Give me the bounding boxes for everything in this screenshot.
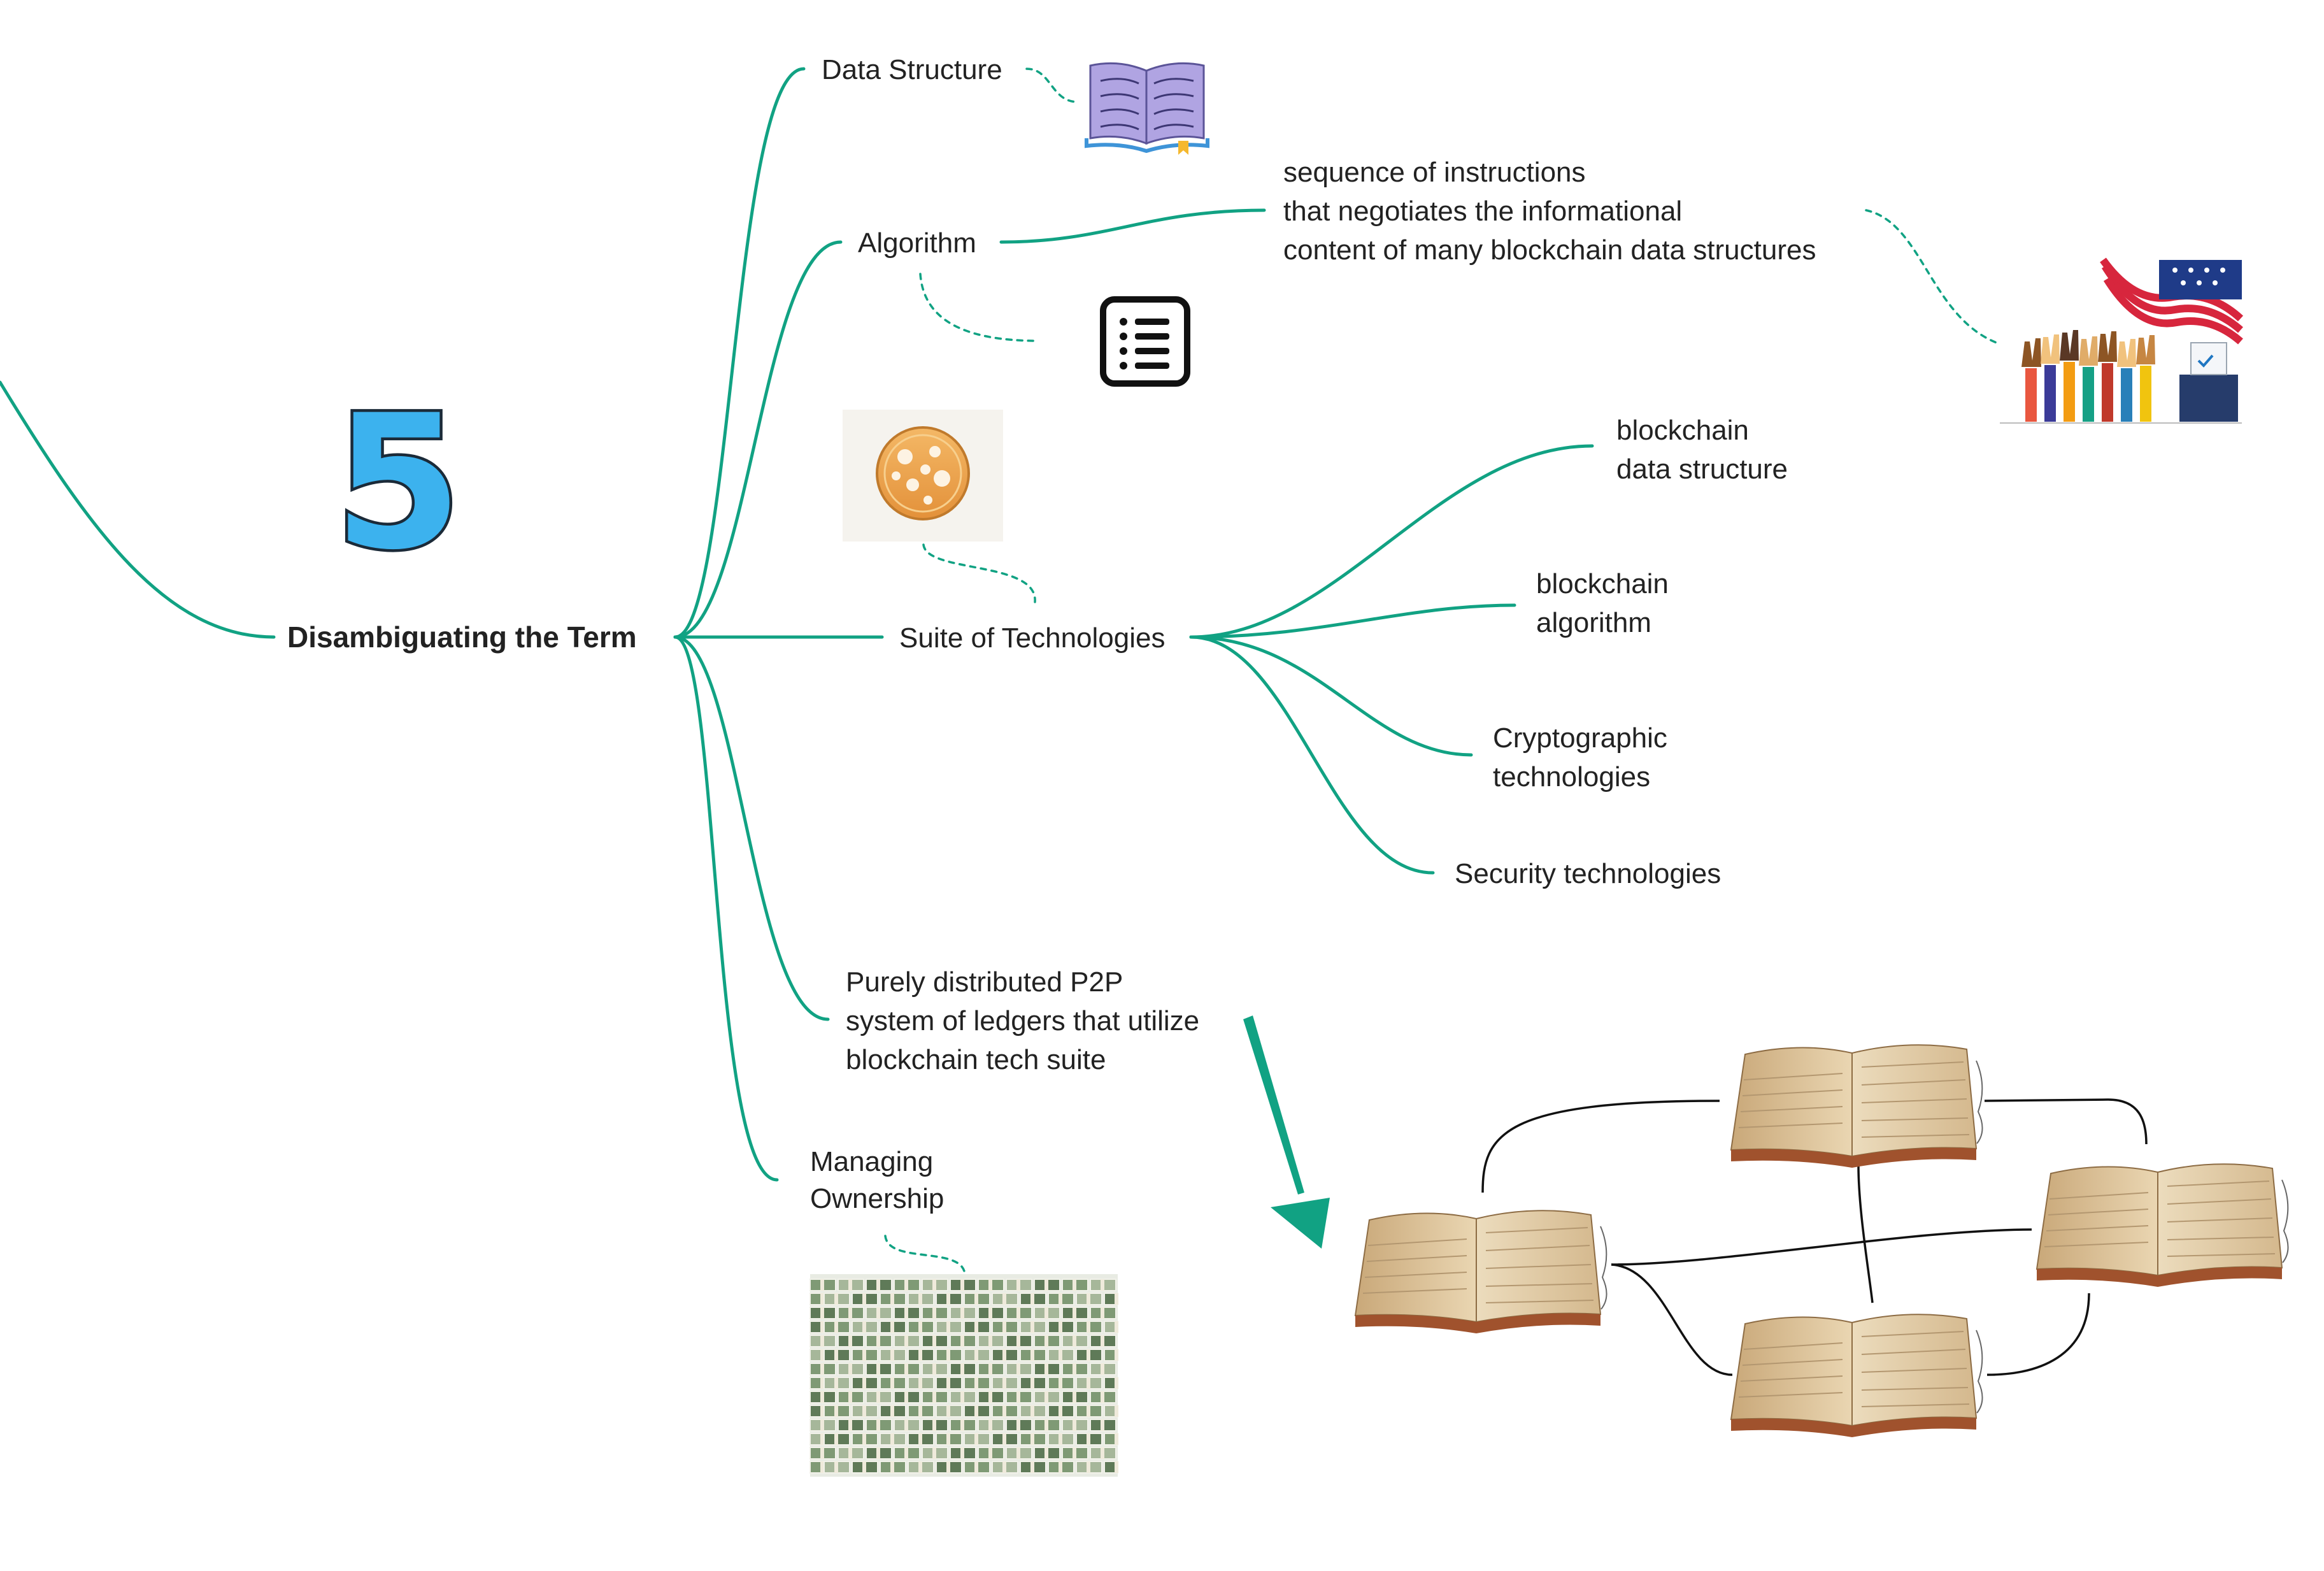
ledger-link-3 [1611, 1228, 2032, 1266]
branch-p2p-line-3: blockchain tech suite [846, 1044, 1106, 1075]
suite-item-bds-line-1: blockchain [1616, 415, 1749, 446]
ledger-book-image [1730, 1044, 1983, 1168]
connector-data-structure-image [1025, 68, 1078, 103]
connector-ownership-image [884, 1235, 966, 1275]
voting-hands-flag-image [2000, 257, 2244, 426]
suite-item-crypto-line-1: Cryptographic [1493, 722, 1667, 754]
ledger-book-image [2036, 1163, 2289, 1288]
ledger-link-4 [1611, 1263, 1733, 1376]
connector-definition-image [1865, 209, 2001, 345]
list-icon [1100, 296, 1190, 387]
ledger-book-image [1355, 1210, 1608, 1334]
branch-algorithm-label: Algorithm [858, 227, 976, 259]
branch-p2p-label: Purely distributed P2P system of ledgers… [846, 966, 1207, 1075]
edge-suite-blockchain-alg [1189, 603, 1516, 639]
suite-item-cryptographic: Cryptographic technologies [1493, 722, 1675, 793]
cell-illustration [843, 410, 1003, 542]
arrow-down-icon [1243, 1015, 1330, 1249]
suite-item-ba-line-2: algorithm [1536, 607, 1651, 638]
open-book-icon [1085, 62, 1209, 155]
branch-ownership-label: Managing Ownership [810, 1146, 944, 1214]
algorithm-definition-label: sequence of instructions that negotiates… [1283, 157, 1816, 266]
connector-algorithm-image [919, 273, 1039, 342]
suite-item-security: Security technologies [1455, 858, 1721, 889]
ledger-link-1 [1481, 1100, 1720, 1193]
algorithm-definition-line-2: that negotiates the informational [1283, 196, 1682, 227]
suite-item-blockchain-algorithm: blockchain algorithm [1536, 568, 1676, 638]
ledger-book-image [1730, 1314, 1983, 1438]
root-node-label: Disambiguating the Term [287, 621, 637, 654]
suite-item-crypto-line-2: technologies [1493, 761, 1650, 793]
ledger-link-5 [1857, 1165, 1874, 1303]
suite-item-ba-line-1: blockchain [1536, 568, 1669, 599]
algorithm-definition-line-3: content of many blockchain data structur… [1283, 234, 1816, 266]
branch-data-structure-label: Data Structure [822, 54, 1002, 85]
ledger-link-2 [1984, 1098, 2148, 1145]
number-badge: 5 [334, 376, 462, 591]
ledger-link-6 [1986, 1293, 2090, 1376]
branch-ownership-line-2: Ownership [810, 1183, 944, 1214]
edge-incoming [0, 380, 276, 639]
suite-item-blockchain-data-structure: blockchain data structure [1616, 415, 1788, 485]
edge-algorithm-definition [999, 208, 1266, 244]
edge-root-p2p [673, 635, 830, 1021]
suite-item-bds-line-2: data structure [1616, 454, 1788, 485]
edge-suite-crypto [1189, 635, 1473, 757]
branch-ownership-line-1: Managing [810, 1146, 933, 1177]
branch-p2p-line-2: system of ledgers that utilize [846, 1005, 1199, 1037]
connector-suite-image [922, 543, 1036, 603]
branch-p2p-line-1: Purely distributed P2P [846, 966, 1123, 998]
edge-suite-security [1189, 635, 1435, 875]
money-stacks-image [809, 1274, 1118, 1477]
edge-root-ownership [673, 635, 779, 1182]
ledger-network [1355, 1044, 2289, 1438]
edge-root-data-structure [673, 67, 806, 639]
algorithm-definition-line-1: sequence of instructions [1283, 157, 1586, 188]
edge-suite-blockchain-ds [1189, 444, 1594, 639]
branch-suite-label: Suite of Technologies [899, 622, 1165, 654]
edge-root-algorithm [673, 240, 843, 639]
